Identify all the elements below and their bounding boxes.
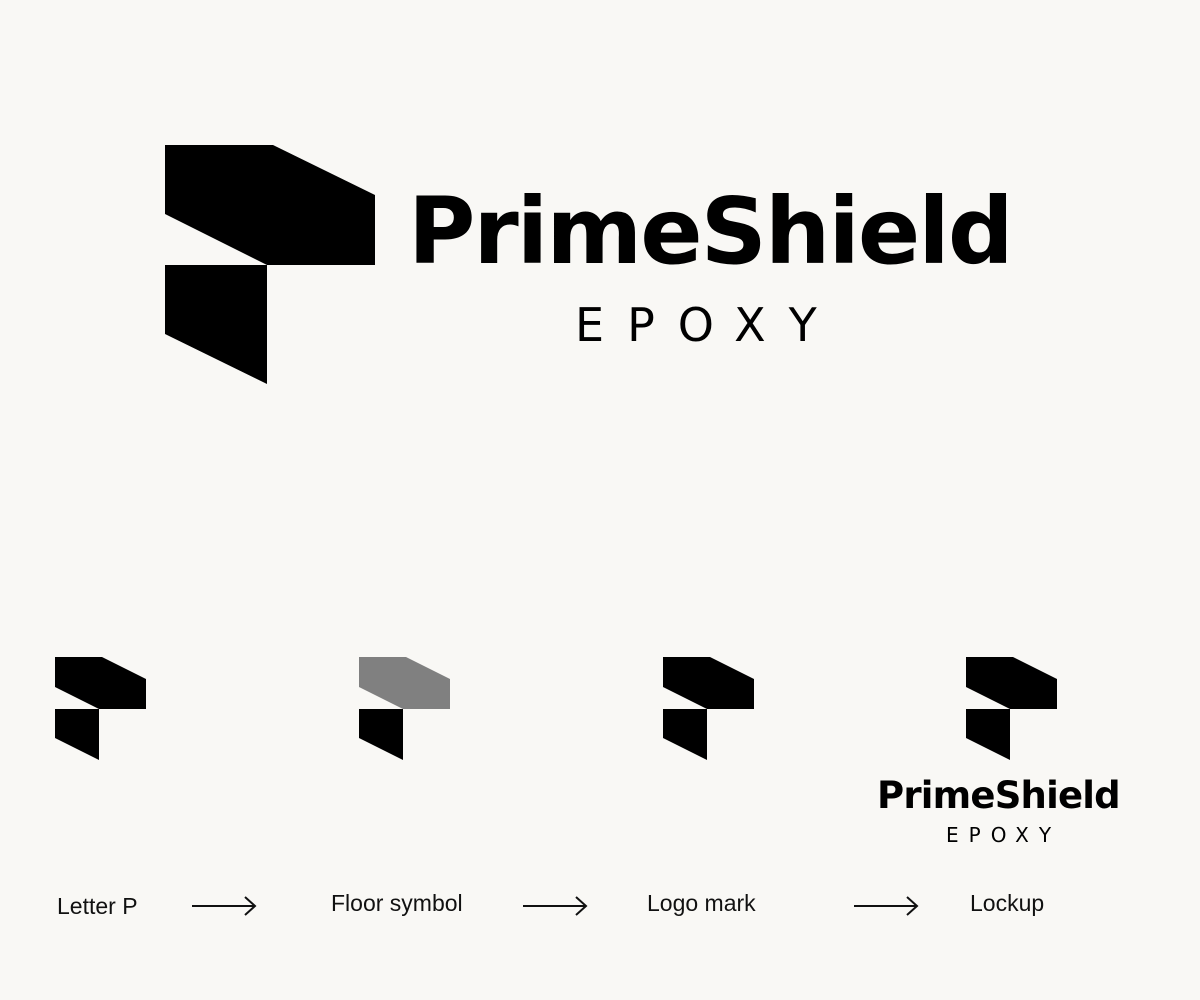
- right-arrow-icon: [192, 896, 257, 916]
- letter-p-mark-icon: [55, 657, 146, 760]
- mark-stem-shape: [966, 709, 1010, 760]
- right-arrow-icon: [523, 896, 588, 916]
- mark-top-shape: [55, 657, 146, 709]
- lockup-brand-tagline: EPOXY: [946, 823, 1062, 847]
- mark-stem-shape: [165, 265, 267, 384]
- lockup-mark-icon: [966, 657, 1057, 760]
- mark-stem-shape: [359, 709, 403, 760]
- lockup-brand-name: PrimeShield: [877, 774, 1121, 817]
- logo-mark-icon: [663, 657, 754, 760]
- brand-tagline: EPOXY: [575, 298, 840, 352]
- right-arrow-icon: [854, 896, 919, 916]
- floor-symbol-mark-icon: [359, 657, 450, 760]
- caption-logo-mark: Logo mark: [647, 890, 756, 916]
- mark-top-shape: [966, 657, 1057, 709]
- floor-highlight-shape: [359, 657, 450, 709]
- mark-top-shape: [165, 145, 375, 265]
- mark-top-shape: [663, 657, 754, 709]
- mark-stem-shape: [663, 709, 707, 760]
- main-logo-mark-icon: [165, 145, 375, 384]
- caption-lockup: Lockup: [970, 890, 1045, 916]
- caption-letter-p: Letter P: [57, 893, 138, 919]
- mark-stem-shape: [55, 709, 99, 760]
- caption-floor-symbol: Floor symbol: [331, 890, 463, 916]
- brand-name: PrimeShield: [408, 178, 1014, 285]
